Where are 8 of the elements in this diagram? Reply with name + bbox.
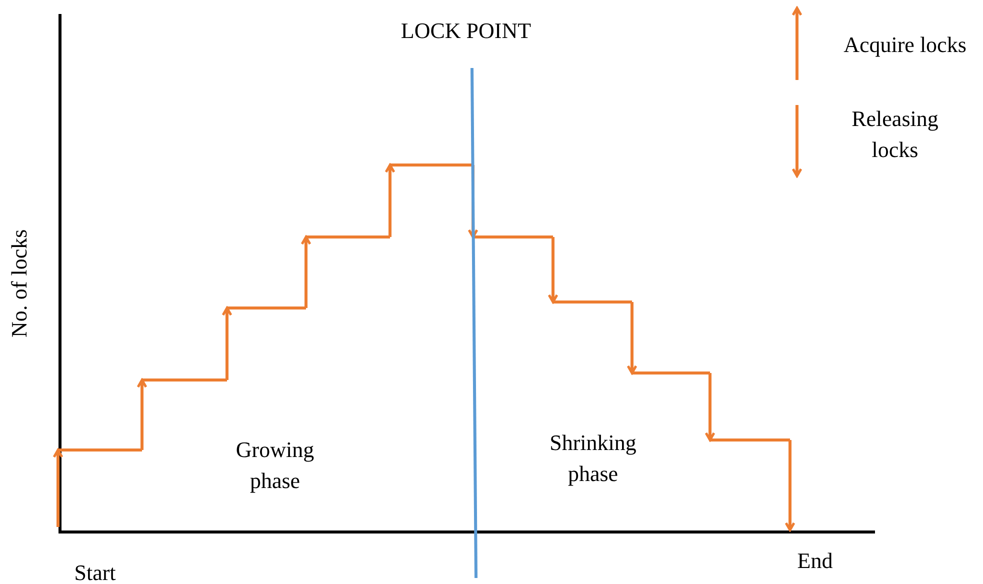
legend-label: Releasing locks bbox=[850, 105, 940, 164]
phase-label: Growing phase bbox=[234, 436, 316, 495]
phase-label: Shrinking phase bbox=[548, 429, 638, 488]
axis-label: No. of locks bbox=[6, 228, 33, 340]
legend-label: Acquire locks bbox=[842, 31, 968, 59]
axis-label: Start bbox=[73, 559, 117, 584]
axis-label: End bbox=[796, 547, 834, 575]
lock-point-label: LOCK POINT bbox=[400, 17, 532, 45]
